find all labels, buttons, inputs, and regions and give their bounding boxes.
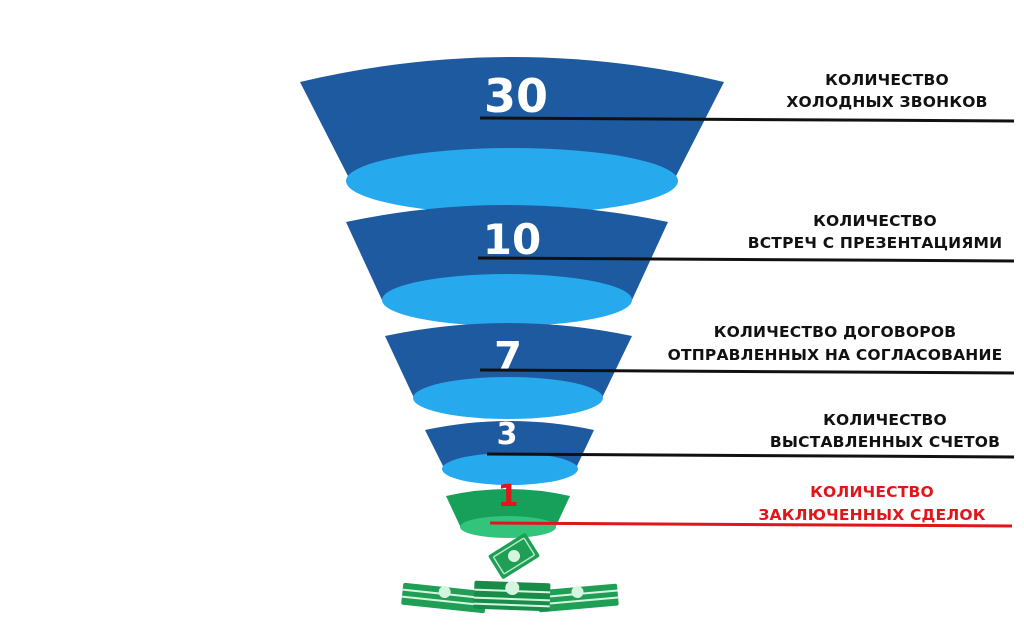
- funnel-segment-3-value: 7: [494, 334, 522, 380]
- stage-4-label-line-2: ВЫСТАВЛЕННЫХ СЧЕТОВ: [770, 433, 1000, 451]
- funnel-segment-4-rim: [442, 453, 578, 485]
- stage-4-label-line-1: КОЛИЧЕСТВО: [823, 411, 947, 429]
- money-stack-icon: [401, 580, 619, 614]
- stage-5-label-line-1: КОЛИЧЕСТВО: [810, 483, 934, 501]
- funnel-segment-5-rim: [460, 516, 556, 538]
- leader-line-4: [486, 452, 1015, 459]
- funnel-segment-3: 7: [385, 323, 632, 419]
- funnel-segment-3-rim: [413, 377, 603, 419]
- funnel-segment-2-value: 10: [483, 215, 541, 264]
- stage-1-label-line-2: ХОЛОДНЫХ ЗВОНКОВ: [786, 93, 987, 111]
- funnel-segment-1: 30: [300, 57, 724, 214]
- stage-2-label-line-2: ВСТРЕЧ С ПРЕЗЕНТАЦИЯМИ: [748, 234, 1003, 252]
- funnel-segment-2-rim: [382, 274, 632, 326]
- leader-line-1: [479, 116, 1015, 123]
- stage-3-label-line-2: ОТПРАВЛЕННЫХ НА СОГЛАСОВАНИЕ: [668, 346, 1003, 364]
- funnel-segment-5-value: 1: [498, 479, 519, 514]
- funnel-segment-2: 10: [346, 205, 668, 326]
- funnel-segment-4: 3: [425, 417, 594, 485]
- stage-5-label-line-2: ЗАКЛЮЧЕННЫХ СДЕЛОК: [758, 506, 985, 524]
- funnel-segment-4-value: 3: [497, 417, 518, 452]
- leader-line-5: [489, 521, 1013, 528]
- stage-1-label-line-1: КОЛИЧЕСТВО: [825, 71, 949, 89]
- leader-line-3: [479, 368, 1015, 375]
- funnel-segment-5: 1: [446, 479, 570, 538]
- leader-line-2: [477, 256, 1015, 263]
- funnel-segment-1-rim: [346, 148, 678, 214]
- funnel-segment-1-value: 30: [484, 69, 548, 123]
- stage-3-label-line-1: КОЛИЧЕСТВО ДОГОВОРОВ: [714, 323, 957, 341]
- falling-banknote-icon: [488, 533, 540, 579]
- stage-2-label-line-1: КОЛИЧЕСТВО: [813, 212, 937, 230]
